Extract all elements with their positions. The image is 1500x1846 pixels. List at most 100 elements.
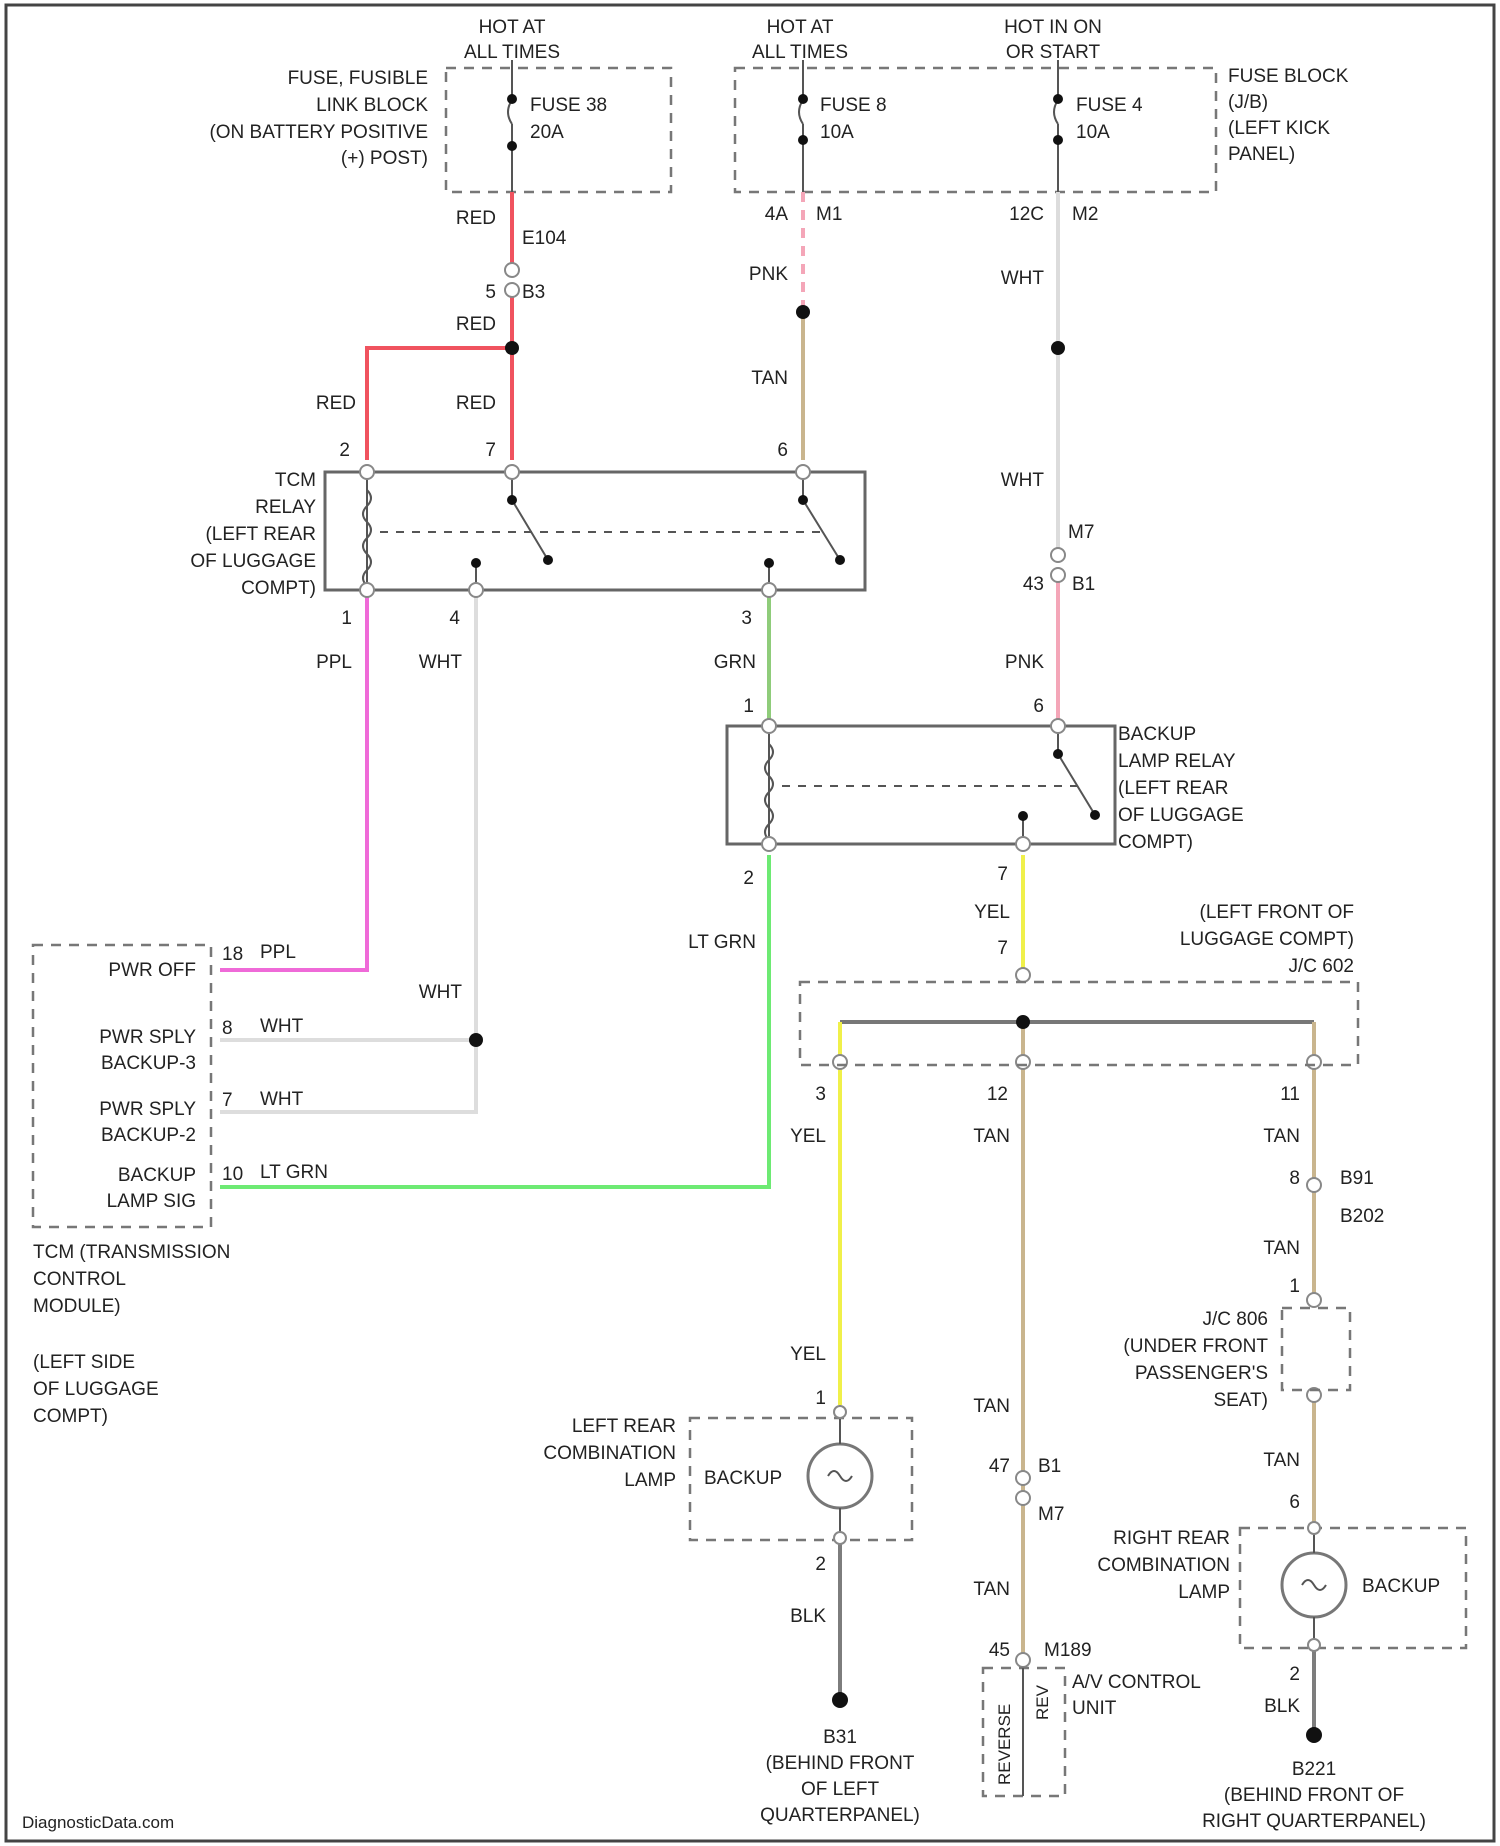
wht-splice-tcm: [469, 1033, 483, 1047]
fuse-b-terminal-bottom: [1053, 135, 1063, 145]
tcm-relay-pin-1: [360, 583, 374, 597]
fuse38-name: FUSE 38: [530, 95, 607, 116]
connector-m7: [1051, 548, 1065, 562]
label-b1b-num: 47: [989, 1456, 1010, 1477]
fuse-b-symbol: [1054, 60, 1058, 192]
label-b1-num: 43: [1023, 574, 1044, 595]
label-lt-grn-1: LT GRN: [688, 932, 756, 953]
tcm-relay-label-2: RELAY: [255, 497, 316, 518]
ground-left-line3: OF LEFT: [801, 1779, 880, 1800]
label-m189: M189: [1044, 1640, 1092, 1661]
jc806-line1: J/C 806: [1203, 1309, 1268, 1330]
pin-tcm-10: 10: [222, 1164, 243, 1185]
tcm-relay-label-1: TCM: [275, 470, 316, 491]
right-lamp-pin-6: [1308, 1522, 1320, 1534]
pin-numbers: 2 7 6 1 4 3 1 6 2 7 7 3 12 11 1 6 18 8 7…: [222, 440, 1300, 1685]
label-m2-num: 12C: [1009, 204, 1044, 225]
tcm-label-2: CONTROL: [33, 1269, 126, 1290]
hot-label-3-line2: OR START: [1006, 42, 1101, 63]
label-m1: M1: [816, 204, 842, 225]
label-m7b: M7: [1038, 1504, 1064, 1525]
pin-tcm-relay-1: 1: [341, 608, 352, 629]
label-grn: GRN: [714, 652, 756, 673]
left-lamp-backup-label: BACKUP: [704, 1468, 782, 1489]
tcm-pin-backup: BACKUP: [118, 1165, 196, 1186]
backup-relay-pin-2: [762, 837, 776, 851]
av-rev-label: REV: [1033, 1684, 1052, 1720]
tcm-relay-switch-2: [769, 472, 840, 590]
label-red-1: RED: [456, 208, 496, 229]
jc602: (LEFT FRONT OF LUGGAGE COMPT) J/C 602: [800, 902, 1358, 1065]
ground-b221-point: [1306, 1727, 1322, 1743]
backup-relay-label-1: BACKUP: [1118, 724, 1196, 745]
wht-splice: [1051, 341, 1065, 355]
backup-relay-label-5: COMPT): [1118, 832, 1193, 853]
ground-left-id: B31: [823, 1727, 857, 1748]
label-yel-2: YEL: [790, 1126, 826, 1147]
pin-backup-relay-1: 1: [743, 696, 754, 717]
fusible-block-line1: FUSE, FUSIBLE: [288, 68, 428, 89]
label-b202: B202: [1340, 1206, 1384, 1227]
backup-relay-label-3: (LEFT REAR: [1118, 778, 1229, 799]
label-wht-2: WHT: [1001, 470, 1045, 491]
left-lamp-label-1: LEFT REAR: [572, 1416, 676, 1437]
label-red-4: RED: [456, 393, 496, 414]
connector-m189: [1016, 1653, 1030, 1667]
backup-relay-contact-2: [1090, 810, 1100, 820]
left-lamp-pin-1: [834, 1406, 846, 1418]
left-lamp-label-2: COMBINATION: [543, 1443, 676, 1464]
connector-b1b: [1016, 1471, 1030, 1485]
av-unit-label-2: UNIT: [1072, 1698, 1117, 1719]
fuse-block-line4: PANEL): [1228, 144, 1295, 165]
backup-lamp-relay: BACKUP LAMP RELAY (LEFT REAR OF LUGGAGE …: [727, 719, 1244, 853]
label-wht-3: WHT: [419, 652, 463, 673]
jc806-pin-1: [1307, 1293, 1321, 1307]
label-b3: B3: [522, 282, 545, 303]
fuse-block-line1: FUSE BLOCK: [1228, 66, 1349, 87]
tcm-relay-pin-2: [360, 465, 374, 479]
tcm-module: PWR OFF PWR SPLY BACKUP-3 PWR SPLY BACKU…: [33, 945, 230, 1427]
label-lt-grn-2: LT GRN: [260, 1162, 328, 1183]
tcm-relay-contact-1: [507, 495, 517, 505]
tcm-label-3: MODULE): [33, 1296, 121, 1317]
label-tan-6: TAN: [1263, 1238, 1300, 1259]
fusible-block-line2: LINK BLOCK: [316, 95, 428, 116]
pin-left-lamp-2: 2: [815, 1554, 826, 1575]
jc602-in-pin: [1016, 968, 1030, 982]
label-b1: B1: [1072, 574, 1095, 595]
pin-tcm-relay-3: 3: [741, 608, 752, 629]
label-pnk-2: PNK: [1005, 652, 1044, 673]
label-tan-4: TAN: [973, 1579, 1010, 1600]
fuse-a-name: FUSE 8: [820, 95, 887, 116]
tcm-relay-pin-3: [762, 583, 776, 597]
label-m1-num: 4A: [765, 204, 789, 225]
power-supply: HOT AT ALL TIMES HOT AT ALL TIMES HOT IN…: [209, 17, 1348, 192]
tcm-label-1: TCM (TRANSMISSION: [33, 1242, 230, 1263]
connector-b1: [1051, 568, 1065, 582]
ground-right-line2: (BEHIND FRONT OF: [1224, 1785, 1404, 1806]
fuse-block-line3: (LEFT KICK: [1228, 118, 1330, 139]
right-lamp-backup-label: BACKUP: [1362, 1576, 1440, 1597]
jc602-pin-12: [1016, 1055, 1030, 1069]
jc602-pin-11: [1307, 1055, 1321, 1069]
label-wht-1: WHT: [1001, 268, 1045, 289]
jc806-line4: SEAT): [1213, 1390, 1268, 1411]
pin-tcm-relay-7: 7: [485, 440, 496, 461]
hot-label-2-line1: HOT AT: [767, 17, 834, 38]
fuse-a-rating: 10A: [820, 122, 854, 143]
pin-jc-in: 7: [997, 938, 1008, 959]
label-wht-4: WHT: [419, 982, 463, 1003]
pin-backup-relay-6: 6: [1033, 696, 1044, 717]
right-rear-lamp: BACKUP RIGHT REAR COMBINATION LAMP: [1097, 1522, 1466, 1651]
right-lamp-label-2: COMBINATION: [1097, 1555, 1230, 1576]
ground-right-id: B221: [1292, 1759, 1336, 1780]
label-wht-6: WHT: [260, 1089, 304, 1110]
tcm-loc-3: COMPT): [33, 1406, 108, 1427]
left-lamp-label-3: LAMP: [624, 1470, 676, 1491]
backup-relay-coil: [765, 726, 773, 844]
hot-label-3-line1: HOT IN ON: [1004, 17, 1102, 38]
label-wht-5: WHT: [260, 1016, 304, 1037]
ground-b31-point: [832, 1692, 848, 1708]
label-b3-num: 5: [485, 282, 496, 303]
